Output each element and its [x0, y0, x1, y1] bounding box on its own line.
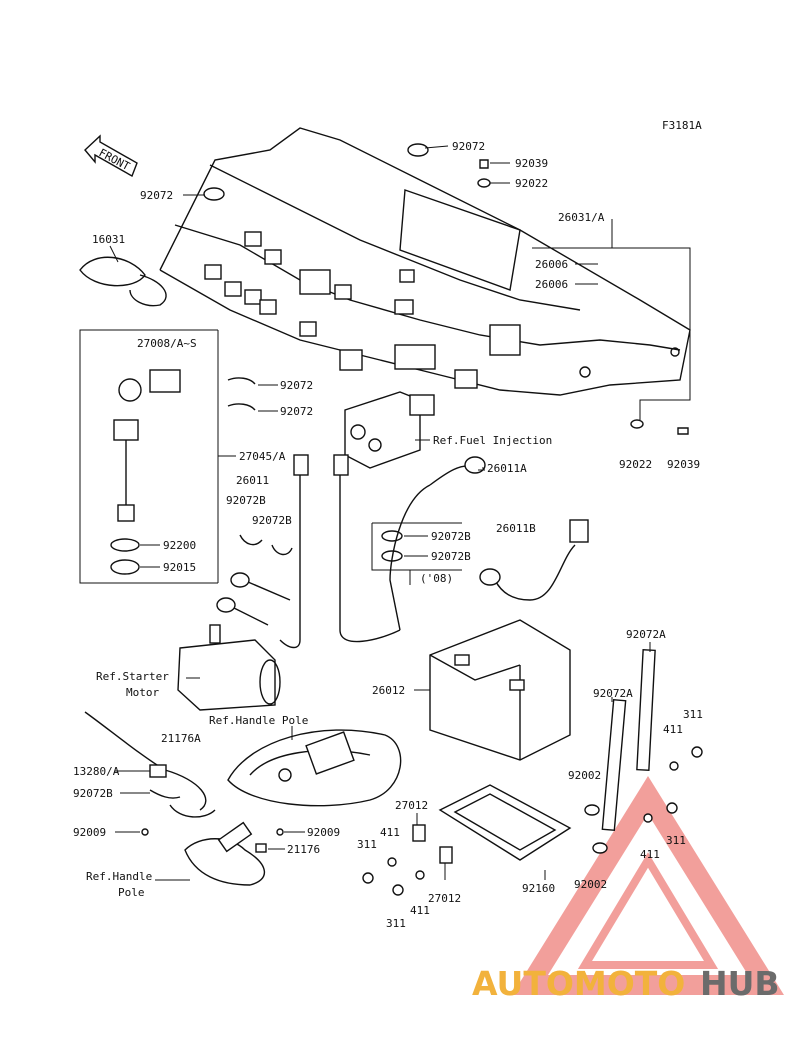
label-92022: 92022	[515, 177, 548, 190]
brackets-27012	[362, 813, 453, 896]
label-92072b: 92072B	[73, 787, 113, 800]
label-311: 311	[386, 917, 406, 930]
battery-tray-92160	[438, 784, 572, 880]
label-note-08: ('08)	[420, 572, 453, 585]
label-26006: 26006	[535, 258, 568, 271]
label-92200: 92200	[163, 539, 196, 552]
label-27012: 27012	[395, 799, 428, 812]
label-26011b: 26011B	[496, 522, 536, 535]
label-92072b: 92072B	[431, 550, 471, 563]
label-411: 411	[380, 826, 400, 839]
label-92160: 92160	[522, 882, 555, 895]
label-311: 311	[357, 838, 377, 851]
label-ref-starter: Ref.Starter	[96, 670, 169, 683]
fasteners-right	[584, 746, 703, 854]
label-411: 411	[640, 848, 660, 861]
strap-16031	[79, 256, 167, 307]
front-arrow-icon: FRONT	[84, 134, 138, 178]
battery-26012	[414, 619, 571, 761]
label-27045: 27045/A	[239, 450, 286, 463]
label-311: 311	[666, 834, 686, 847]
label-92072: 92072	[452, 140, 485, 153]
watermark-text: AUTOMOTO HUB	[472, 964, 780, 1003]
label-pole: Pole	[118, 886, 145, 899]
label-92072a: 92072A	[626, 628, 666, 641]
fuel-injection-relay	[344, 391, 435, 469]
cables-26011	[279, 454, 486, 649]
label-26006: 26006	[535, 278, 568, 291]
label-27008: 27008/A~S	[137, 337, 197, 350]
label-92039: 92039	[667, 458, 700, 471]
watermark-auto: AUTOMOTO	[472, 964, 685, 1003]
label-26011a: 26011A	[487, 462, 527, 475]
label-ref-starter-motor: Motor	[126, 686, 159, 699]
label-411: 411	[663, 723, 683, 736]
label-92015: 92015	[163, 561, 196, 574]
label-ref-handle-pole: Ref.Handle Pole	[209, 714, 308, 727]
label-92039: 92039	[515, 157, 548, 170]
label-ref-fuel-injection: Ref.Fuel Injection	[433, 434, 552, 447]
label-13280: 13280/A	[73, 765, 120, 778]
leader-lines-top	[109, 143, 691, 435]
label-26031: 26031/A	[558, 211, 605, 224]
bracket-08	[371, 522, 462, 585]
clips-92072	[227, 377, 278, 412]
label-92072a: 92072A	[593, 687, 633, 700]
watermark-logo	[512, 776, 784, 995]
label-92009: 92009	[307, 826, 340, 839]
figure-code: F3181A	[662, 119, 702, 132]
watermark-hub: HUB	[700, 964, 780, 1003]
label-ref-handle: Ref.Handle	[86, 870, 152, 883]
label-92002: 92002	[574, 878, 607, 891]
label-92072b: 92072B	[252, 514, 292, 527]
switch-group-box	[79, 329, 236, 584]
label-92022: 92022	[619, 458, 652, 471]
label-27012: 27012	[428, 892, 461, 905]
label-92072b: 92072B	[431, 530, 471, 543]
label-92072: 92072	[280, 405, 313, 418]
label-92072: 92072	[140, 189, 173, 202]
label-16031: 16031	[92, 233, 125, 246]
label-92072b: 92072B	[226, 494, 266, 507]
handle-pole-assembly	[84, 711, 402, 886]
main-harness	[159, 127, 691, 396]
label-311: 311	[683, 708, 703, 721]
battery-straps-92072a	[601, 642, 656, 832]
starter-motor	[177, 572, 291, 711]
label-26011: 26011	[236, 474, 269, 487]
part-labels: 92072 92072 92039 92022 26031/A 16031 26…	[73, 140, 703, 930]
label-92072: 92072	[280, 379, 313, 392]
label-21176: 21176	[287, 843, 320, 856]
label-92002: 92002	[568, 769, 601, 782]
label-21176a: 21176A	[161, 732, 201, 745]
cable-26011b	[479, 519, 589, 601]
label-92009: 92009	[73, 826, 106, 839]
label-26012: 26012	[372, 684, 405, 697]
clips-92072b-left	[239, 534, 293, 556]
label-411: 411	[410, 904, 430, 917]
